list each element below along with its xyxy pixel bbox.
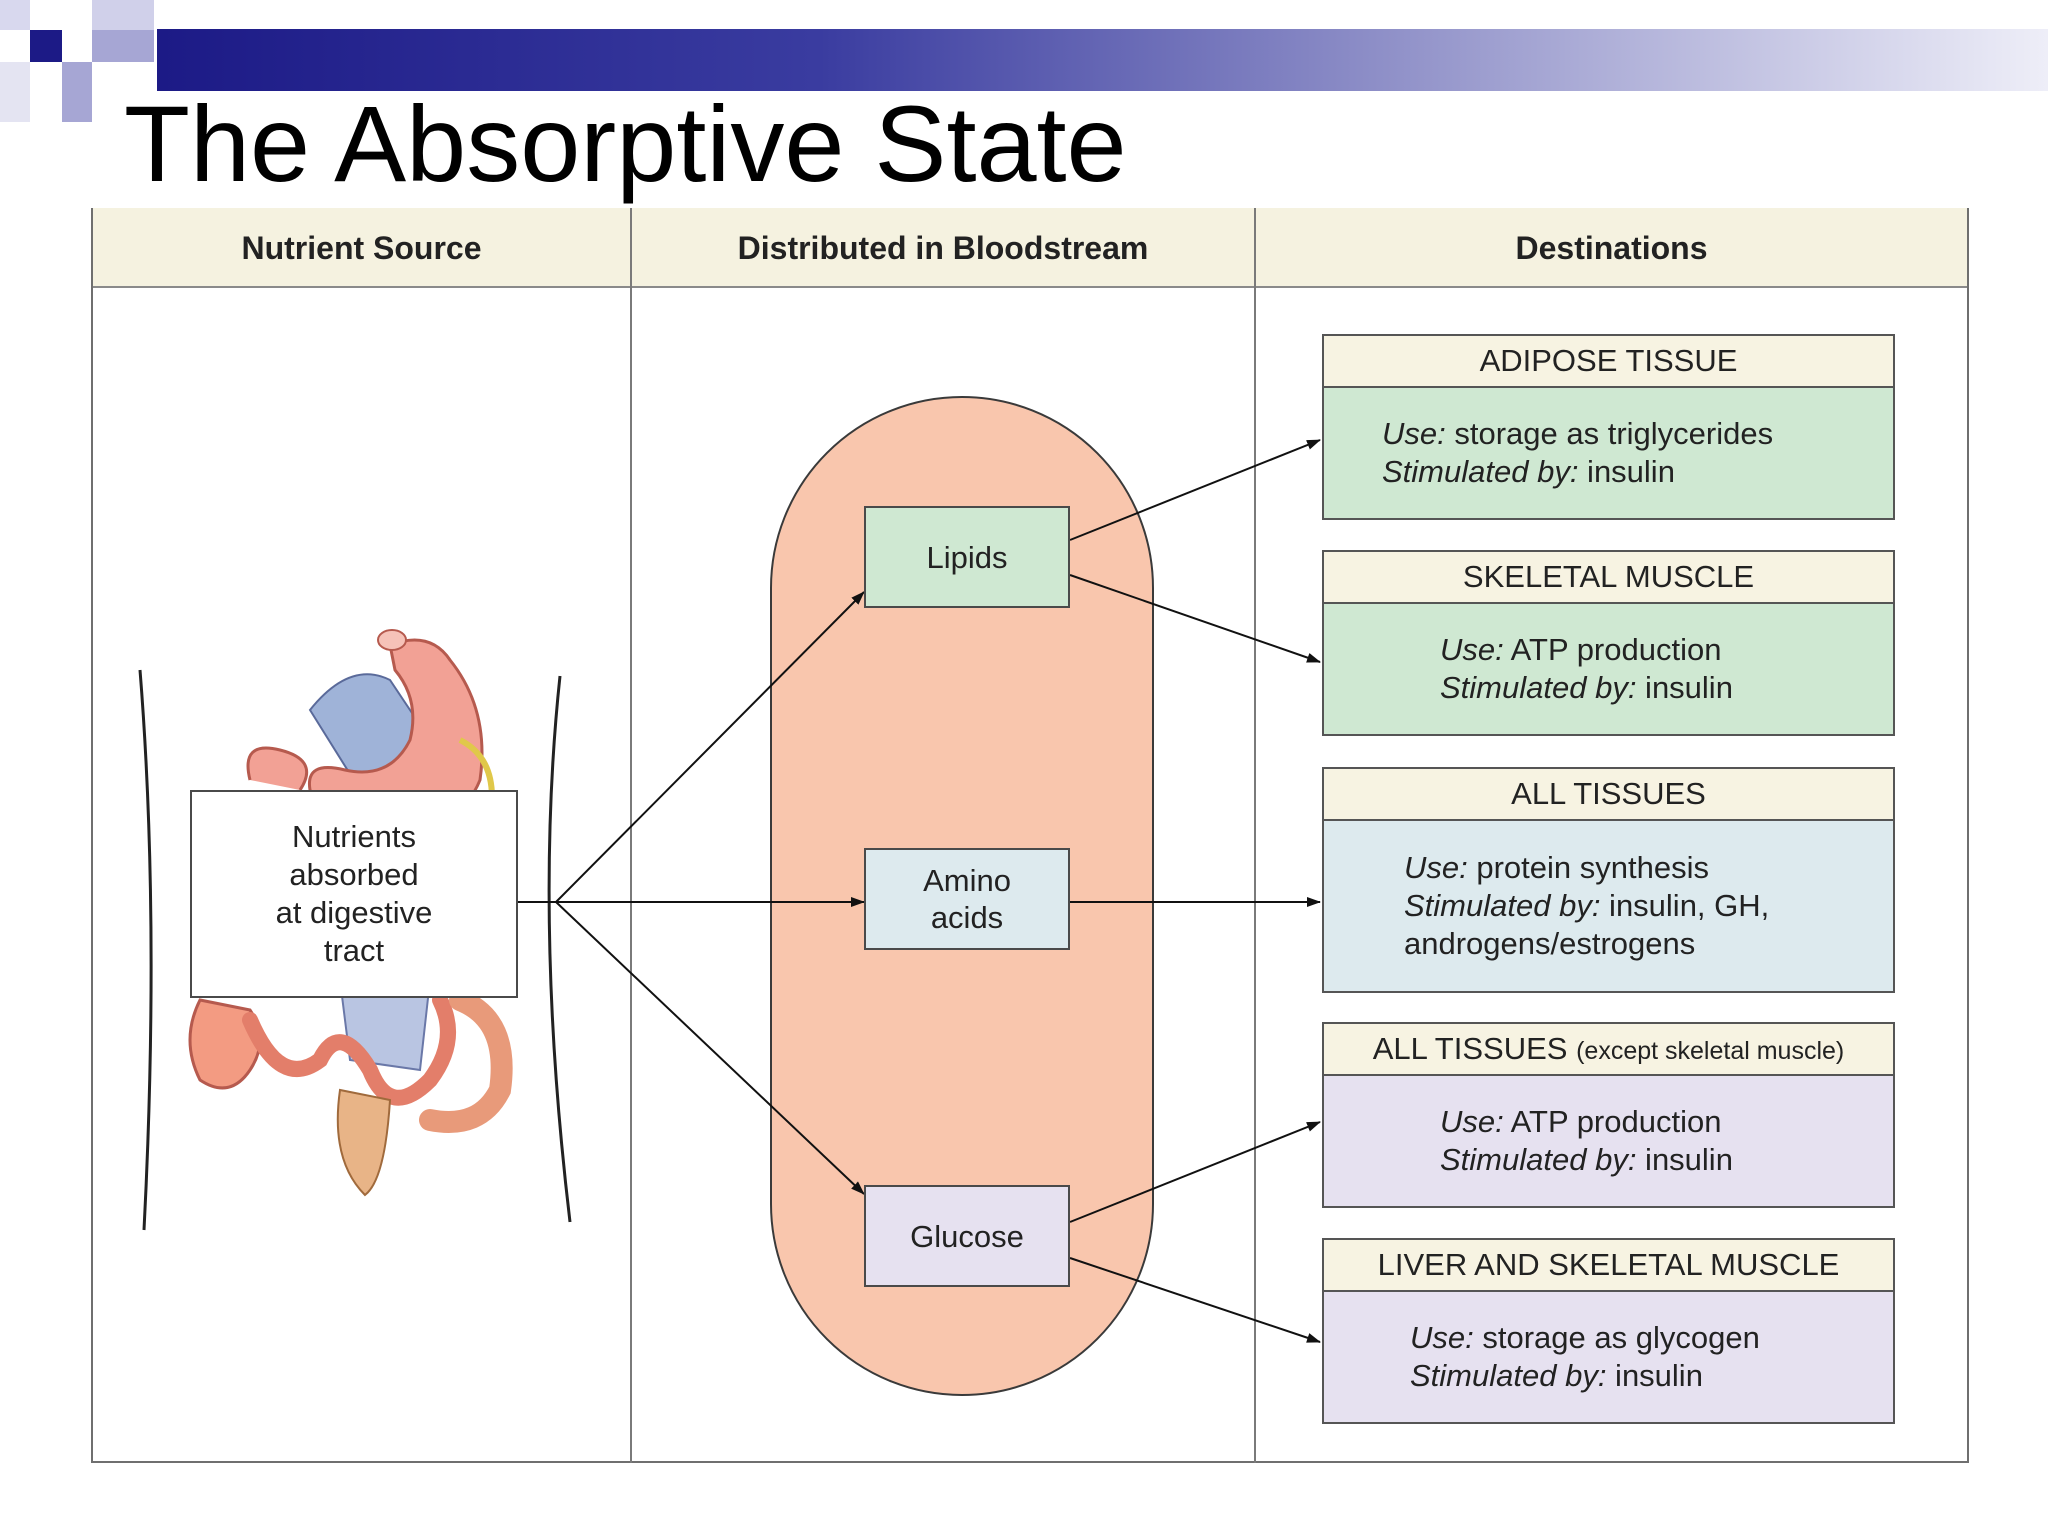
arrow-glucose-to-all-tissues xyxy=(1069,1121,1321,1223)
source-line: at digestive xyxy=(275,895,433,930)
destination-title: ADIPOSE TISSUE xyxy=(1324,336,1893,388)
use-value: ATP production xyxy=(1503,632,1722,667)
slide-title: The Absorptive State xyxy=(124,83,1127,204)
stimulus-line: Stimulated by: insulin xyxy=(1382,453,1893,491)
arrow-source-to-lipids xyxy=(555,591,865,903)
nutrient-source-box: Nutrients absorbed at digestive tract xyxy=(190,790,518,998)
stimulus-label: Stimulated by: xyxy=(1382,454,1579,489)
digestive-tract-illustration xyxy=(138,629,572,1231)
use-label: Use: xyxy=(1440,1104,1504,1139)
destination-body: Use: protein synthesis Stimulated by: in… xyxy=(1324,821,1893,991)
decor-square xyxy=(92,30,154,62)
stimulus-value: insulin xyxy=(1606,1358,1703,1393)
use-line: Use: storage as triglycerides xyxy=(1382,415,1893,453)
destination-title: ALL TISSUES (except skeletal muscle) xyxy=(1324,1024,1893,1076)
nutrient-amino-acids: Amino acids xyxy=(864,848,1070,950)
destination-all-tissues-except-skeletal-muscle: ALL TISSUES (except skeletal muscle) Use… xyxy=(1322,1022,1895,1208)
stimulus-line: Stimulated by: insulin xyxy=(1440,1141,1893,1179)
destination-title-note: (except skeletal muscle) xyxy=(1576,1037,1845,1065)
use-value: ATP production xyxy=(1503,1104,1722,1139)
stimulus-value: insulin xyxy=(1636,670,1733,705)
destination-title: ALL TISSUES xyxy=(1324,769,1893,821)
use-label: Use: xyxy=(1410,1320,1474,1355)
decor-square xyxy=(62,62,92,122)
arrow-lipids-to-skeletal-muscle xyxy=(1069,574,1321,663)
destination-skeletal-muscle: SKELETAL MUSCLE Use: ATP production Stim… xyxy=(1322,550,1895,736)
nutrient-label: Amino acids xyxy=(923,863,1011,935)
destination-title-text: LIVER AND SKELETAL MUSCLE xyxy=(1377,1247,1840,1282)
source-line: tract xyxy=(323,933,385,968)
decor-square xyxy=(92,0,154,30)
arrow-source-to-glucose xyxy=(555,901,865,1195)
use-label: Use: xyxy=(1382,416,1446,451)
stimulus-line: Stimulated by: insulin xyxy=(1440,669,1893,707)
stimulus-value: insulin xyxy=(1636,1142,1733,1177)
column-divider xyxy=(630,208,632,1463)
use-line: Use: ATP production xyxy=(1440,631,1893,669)
title-accent-bar xyxy=(157,29,2048,91)
nutrient-glucose: Glucose xyxy=(864,1185,1070,1287)
stimulus-value: insulin xyxy=(1578,454,1675,489)
destination-title-text: ADIPOSE TISSUE xyxy=(1479,343,1738,378)
stimulus-label: Stimulated by: xyxy=(1440,670,1637,705)
destination-title: SKELETAL MUSCLE xyxy=(1324,552,1893,604)
decor-square xyxy=(0,62,30,122)
decor-square xyxy=(0,0,30,30)
source-line: Nutrients xyxy=(291,819,417,854)
decor-square xyxy=(30,30,62,62)
use-label: Use: xyxy=(1404,850,1468,885)
nutrient-label: Lipids xyxy=(926,539,1008,575)
destination-all-tissues: ALL TISSUES Use: protein synthesis Stimu… xyxy=(1322,767,1895,993)
use-value: storage as glycogen xyxy=(1473,1320,1760,1355)
destination-liver-and-skeletal-muscle: LIVER AND SKELETAL MUSCLE Use: storage a… xyxy=(1322,1238,1895,1424)
destination-title-text: ALL TISSUES xyxy=(1511,776,1706,811)
column-header-destinations: Destinations xyxy=(1256,208,1967,288)
column-header-source: Nutrient Source xyxy=(93,208,630,288)
use-label: Use: xyxy=(1440,632,1504,667)
stimulus-line: Stimulated by: insulin xyxy=(1410,1357,1893,1395)
use-line: Use: ATP production xyxy=(1440,1103,1893,1141)
destination-title-text: ALL TISSUES xyxy=(1372,1031,1568,1066)
source-line: absorbed xyxy=(289,857,419,892)
destination-body: Use: storage as triglycerides Stimulated… xyxy=(1324,388,1893,518)
use-value: storage as triglycerides xyxy=(1445,416,1774,451)
destination-body: Use: ATP production Stimulated by: insul… xyxy=(1324,604,1893,734)
stimulus-value: insulin, GH, xyxy=(1600,888,1770,923)
nutrient-label: Glucose xyxy=(910,1218,1024,1254)
stimulus-line: Stimulated by: insulin, GH, xyxy=(1404,887,1893,925)
stimulus-extra-line: androgens/estrogens xyxy=(1404,926,1696,961)
arrow-lipids-to-adipose xyxy=(1069,439,1321,541)
destination-title: LIVER AND SKELETAL MUSCLE xyxy=(1324,1240,1893,1292)
destination-body: Use: ATP production Stimulated by: insul… xyxy=(1324,1076,1893,1206)
destination-body: Use: storage as glycogen Stimulated by: … xyxy=(1324,1292,1893,1422)
destination-title-text: SKELETAL MUSCLE xyxy=(1462,559,1755,594)
column-header-bloodstream: Distributed in Bloodstream xyxy=(632,208,1254,288)
stimulus-label: Stimulated by: xyxy=(1410,1358,1607,1393)
stimulus-label: Stimulated by: xyxy=(1404,888,1601,923)
use-line: Use: protein synthesis xyxy=(1404,849,1893,887)
stimulus-label: Stimulated by: xyxy=(1440,1142,1637,1177)
nutrient-lipids: Lipids xyxy=(864,506,1070,608)
arrow-glucose-to-liver-muscle xyxy=(1069,1257,1321,1343)
column-divider xyxy=(1254,208,1256,1463)
destination-adipose-tissue: ADIPOSE TISSUE Use: storage as triglycer… xyxy=(1322,334,1895,520)
use-line: Use: storage as glycogen xyxy=(1410,1319,1893,1357)
use-value: protein synthesis xyxy=(1467,850,1709,885)
